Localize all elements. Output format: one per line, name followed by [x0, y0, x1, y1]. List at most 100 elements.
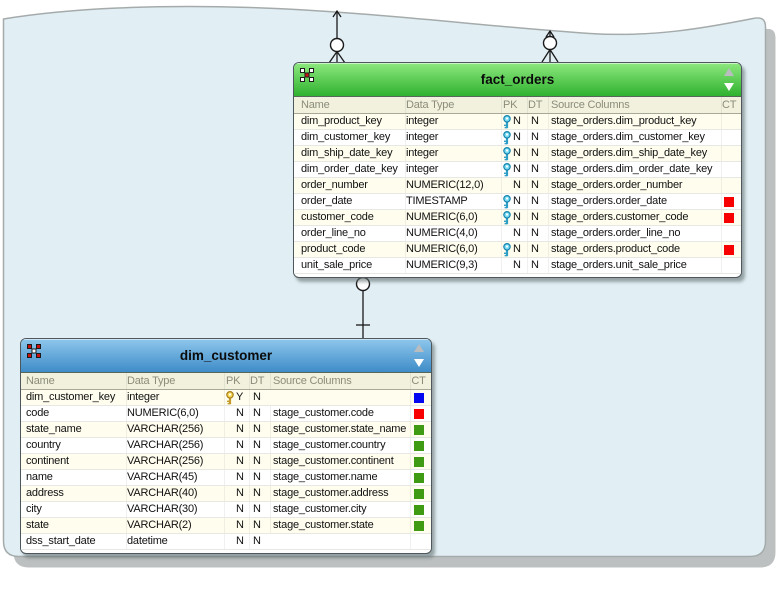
source-columns-cell: stage_orders.product_code [548, 242, 721, 257]
source-columns-cell: stage_customer.name [270, 470, 410, 485]
dt-cell: N [527, 130, 548, 145]
datatype-cell: integer [405, 130, 501, 145]
blue-key-icon [502, 130, 513, 145]
fact-orders-header[interactable]: fact_orders [294, 63, 741, 97]
change-type-indicator [413, 392, 424, 403]
dt-cell: N [249, 518, 270, 533]
pk-cell: N [224, 438, 249, 453]
blue-key-icon [502, 162, 513, 177]
dt-cell: N [249, 486, 270, 501]
datatype-cell: integer [126, 390, 224, 405]
gold-key-icon [225, 390, 236, 405]
column-name-cell: city [26, 503, 42, 515]
column-header-ct: CT [721, 97, 737, 113]
ct-cell [721, 242, 736, 257]
change-type-indicator [413, 424, 424, 435]
dt-cell: N [249, 406, 270, 421]
source-columns-cell: stage_orders.order_line_no [548, 226, 721, 241]
ct-cell [410, 486, 426, 501]
blue-key-icon [502, 242, 513, 257]
scroll-down-icon[interactable] [414, 359, 424, 367]
blue-key-icon [502, 194, 513, 209]
column-name-cell: country [26, 439, 61, 451]
column-header-ct: CT [410, 373, 426, 389]
ct-cell [410, 438, 426, 453]
dt-cell: N [249, 502, 270, 517]
ct-cell [721, 114, 736, 129]
ct-cell [721, 258, 736, 273]
scroll-up-icon[interactable] [414, 344, 424, 352]
column-name-cell: dim_customer_key [26, 391, 116, 403]
change-type-indicator [413, 520, 424, 531]
blue-key-icon [502, 210, 513, 225]
pk-cell: N [501, 210, 527, 225]
scroll-down-icon[interactable] [724, 83, 734, 91]
ct-cell [410, 502, 426, 517]
datatype-cell: datetime [126, 534, 224, 549]
dt-cell: N [527, 258, 548, 273]
pk-cell: N [501, 242, 527, 257]
scroll-up-icon[interactable] [724, 68, 734, 76]
pk-cell: N [224, 486, 249, 501]
pk-cell: N [501, 258, 527, 273]
source-columns-cell: stage_customer.state [270, 518, 410, 533]
column-header-datatype: Data Type [126, 373, 224, 389]
source-columns-cell: stage_orders.customer_code [548, 210, 721, 225]
pk-cell: N [501, 130, 527, 145]
zero-cardinality-icon [542, 35, 558, 51]
dimension-table-icon [27, 344, 41, 358]
relationship-connector-top-left[interactable] [328, 9, 346, 64]
column-name-cell: order_date [301, 195, 353, 207]
pk-cell: N [501, 194, 527, 209]
dim-customer-header[interactable]: dim_customer [21, 339, 431, 373]
dt-cell: N [527, 210, 548, 225]
ct-cell [721, 210, 736, 225]
pk-cell: N [224, 534, 249, 549]
column-header-name: Name [301, 99, 330, 111]
source-columns-cell: stage_customer.address [270, 486, 410, 501]
dt-cell: N [249, 534, 270, 549]
column-name-cell: unit_sale_price [301, 259, 372, 271]
zero-cardinality-icon [355, 276, 371, 292]
datatype-cell: NUMERIC(6,0) [405, 242, 501, 257]
crow-foot-icon [541, 49, 559, 63]
column-name-cell: order_line_no [301, 227, 366, 239]
dt-cell: N [527, 242, 548, 257]
relationship-connector-top-right[interactable] [541, 29, 559, 63]
change-type-indicator [413, 440, 424, 451]
zero-cardinality-icon [329, 37, 345, 53]
dt-cell: N [249, 470, 270, 485]
column-header-pk: PK [224, 373, 249, 389]
datatype-cell: VARCHAR(45) [126, 470, 224, 485]
source-columns-cell: stage_customer.city [270, 502, 410, 517]
column-header-source: Source Columns [548, 97, 721, 113]
fact-table-icon [300, 68, 314, 82]
dt-cell: N [527, 162, 548, 177]
datatype-cell: VARCHAR(256) [126, 438, 224, 453]
column-header-dt: DT [249, 373, 270, 389]
column-header-source: Source Columns [270, 373, 410, 389]
